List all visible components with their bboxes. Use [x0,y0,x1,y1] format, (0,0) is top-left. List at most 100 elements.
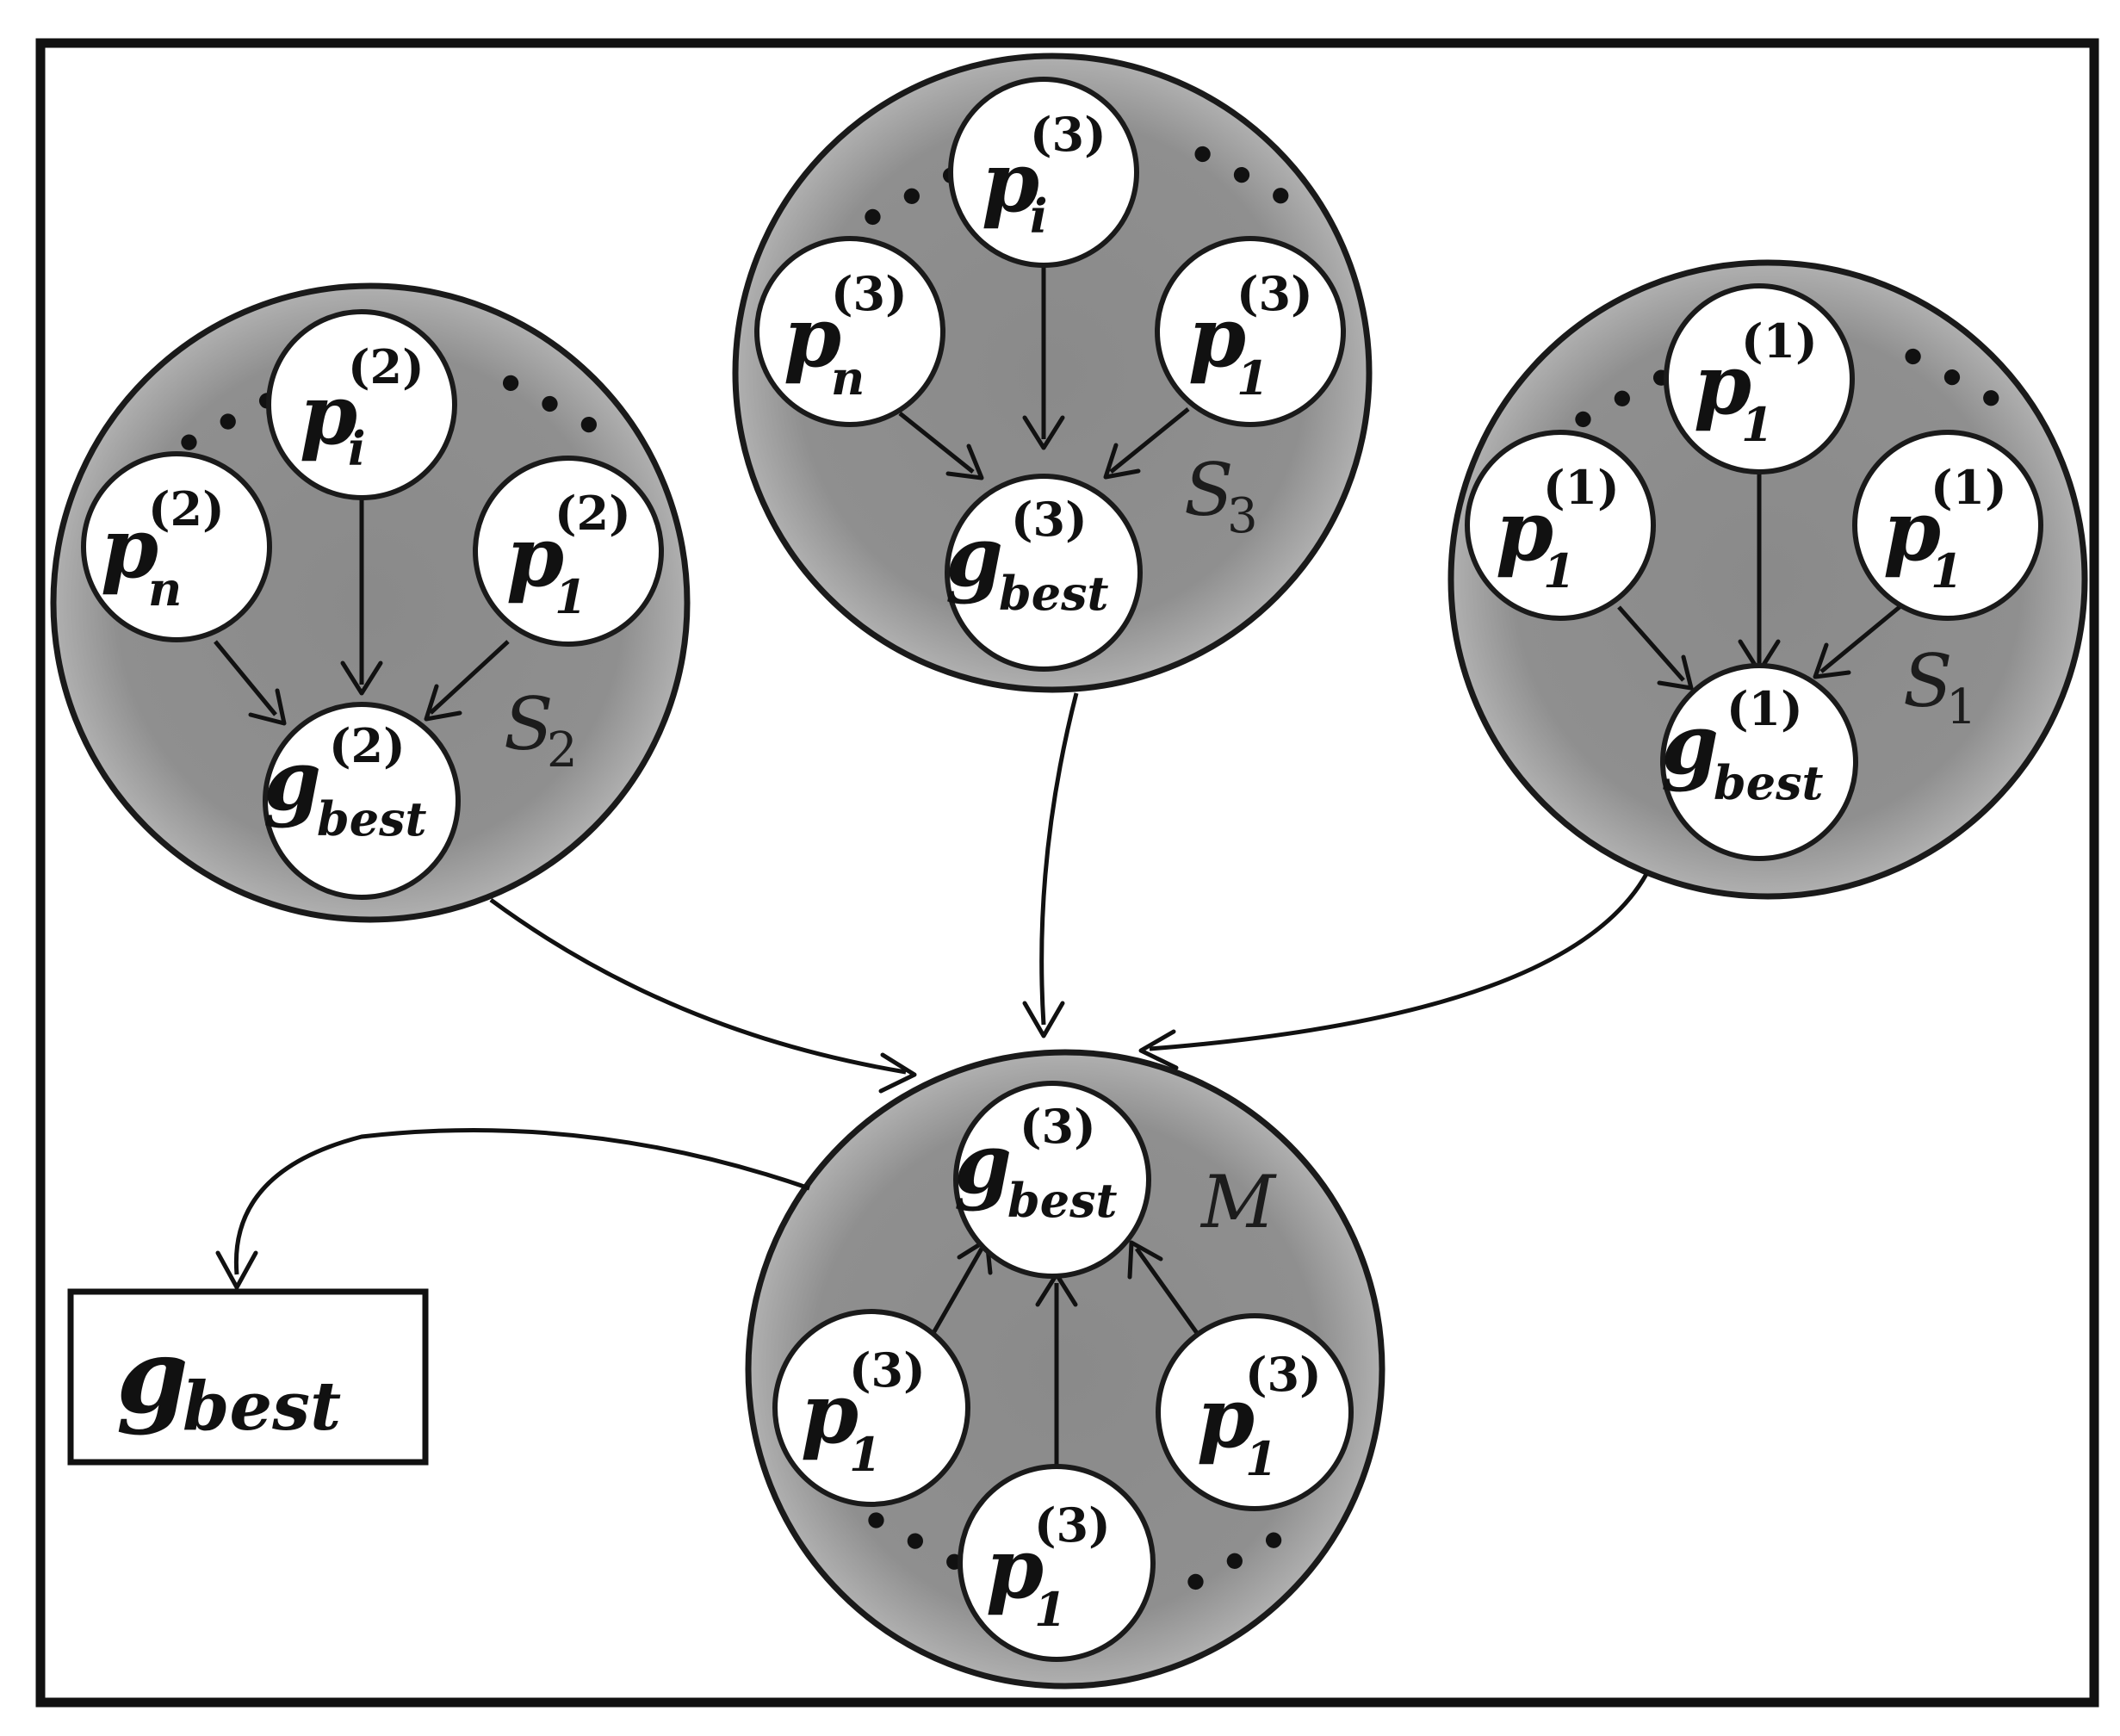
output-gbest-box: g best [67,1288,429,1466]
particle-s3-left: p n (3) [754,236,945,427]
edge-s2-left-best [214,640,277,716]
master-swarm-label: M [1199,1160,1277,1244]
svg-text:p: p [1883,482,1941,580]
svg-text:g: g [954,1115,1012,1212]
particle-s3-best: g best (3) [945,474,1143,672]
svg-text:S: S [504,682,554,766]
svg-text:S: S [1903,639,1953,723]
svg-text:(3): (3) [1245,1347,1322,1402]
edge-s3-to-master [1039,692,1079,1026]
arrowhead [1813,642,1851,679]
arrowhead [1022,1001,1065,1038]
svg-text:2: 2 [547,722,578,778]
svg-text:p: p [784,288,841,386]
svg-text:p: p [1694,336,1751,433]
arrowhead [424,684,462,722]
svg-text:1: 1 [1237,350,1269,406]
arrowhead [215,1250,258,1290]
svg-text:p: p [506,508,564,605]
particle-s2-left: p n (2) [81,451,272,642]
svg-text:(2): (2) [555,486,631,541]
edge-m-left-best [927,1247,984,1341]
swarm-s2: • • • • • • p i (2) p n (2) p 1 (2) [50,282,691,923]
svg-text:(1): (1) [1931,460,2007,515]
svg-text:1: 1 [849,1427,882,1482]
edge-s2-right-best [429,640,510,715]
svg-text:i: i [1030,189,1048,244]
edge-m-right-best [1134,1247,1204,1341]
svg-text:p: p [1197,1369,1255,1466]
svg-text:1: 1 [1741,397,1774,452]
svg-text:(3): (3) [1030,107,1106,162]
edge-s1-right-best [1819,601,1906,673]
master-particle-right: p 1 (3) [1156,1313,1354,1511]
swarm-s2-label: S 2 [504,682,578,778]
svg-text:best: best [1714,755,1824,810]
svg-text:best: best [999,566,1109,621]
particle-s2-right: p 1 (2) [473,456,664,647]
master-swarm-m: • • • • • • g best (3) p 1 (3) p 1 (3) [745,1049,1385,1690]
svg-text:g: g [945,508,1003,605]
master-particle-bottom: p 1 (3) [958,1464,1156,1662]
particle-s2-top: p i (2) [266,309,457,500]
particle-s1-best: g best (1) [1660,663,1858,861]
svg-text:(2): (2) [348,339,425,394]
particle-s3-top: p i (3) [948,77,1139,268]
svg-text:p: p [101,499,158,597]
edge-s1-to-master [1149,872,1649,1051]
arrowhead [1022,415,1065,450]
arrowhead [1657,654,1694,691]
edge-s3-right-best [1109,407,1190,474]
master-swarm-circle [745,1049,1385,1690]
svg-text:(3): (3) [1034,1497,1111,1553]
svg-text:p: p [1188,288,1246,386]
svg-text:(1): (1) [1726,681,1803,736]
particle-s1-right: p 1 (1) [1852,430,2043,621]
edge-s3-left-best [898,412,975,474]
svg-text:g: g [1661,696,1719,793]
arrowhead [248,688,287,726]
svg-text:p: p [300,366,357,463]
svg-text:best: best [183,1367,341,1446]
particle-s3-right: p 1 (3) [1155,236,1346,427]
svg-text:n: n [148,561,182,617]
svg-text:n: n [831,350,865,406]
swarm-s3-label: S 3 [1184,448,1258,544]
swarm-s1-label: S 1 [1903,639,1977,735]
swarm-s1-circle [1447,259,2088,900]
particle-s1-top: p 1 (1) [1664,283,1855,474]
svg-text:(3): (3) [831,266,908,321]
arrowhead [1127,1240,1163,1280]
svg-text:S: S [1184,448,1234,532]
svg-text:(1): (1) [1741,313,1818,369]
svg-text:1: 1 [555,569,587,624]
svg-text:(3): (3) [1237,266,1313,321]
edge-s2-to-master [489,897,907,1075]
svg-text:(2): (2) [329,718,406,773]
arrowhead [340,660,383,696]
edge-s1-left-best [1617,605,1685,682]
svg-text:1: 1 [1245,1431,1278,1486]
svg-text:(3): (3) [1020,1099,1096,1154]
arrowhead [945,443,984,480]
swarm-s2-circle [50,282,691,923]
svg-text:i: i [348,421,366,476]
svg-text:best: best [317,791,427,846]
svg-text:best: best [1007,1173,1118,1228]
svg-text:M: M [1199,1160,1277,1244]
svg-text:3: 3 [1227,488,1258,544]
swarm-s3: • • • • • • p i (3) p n (3) p 1 (3) [732,53,1373,693]
svg-text:p: p [982,133,1039,231]
svg-text:(3): (3) [849,1342,926,1398]
svg-text:(3): (3) [1011,492,1088,547]
diagram-frame [35,38,2099,1708]
svg-text:p: p [986,1520,1044,1617]
swarm-s3-circle [732,53,1373,693]
svg-text:p: p [801,1365,859,1462]
svg-text:1: 1 [1034,1582,1067,1637]
svg-text:1: 1 [1931,543,1963,598]
particle-s1-left: p 1 (1) [1465,430,1656,621]
svg-text:(2): (2) [148,481,225,536]
svg-text:(1): (1) [1543,460,1620,515]
